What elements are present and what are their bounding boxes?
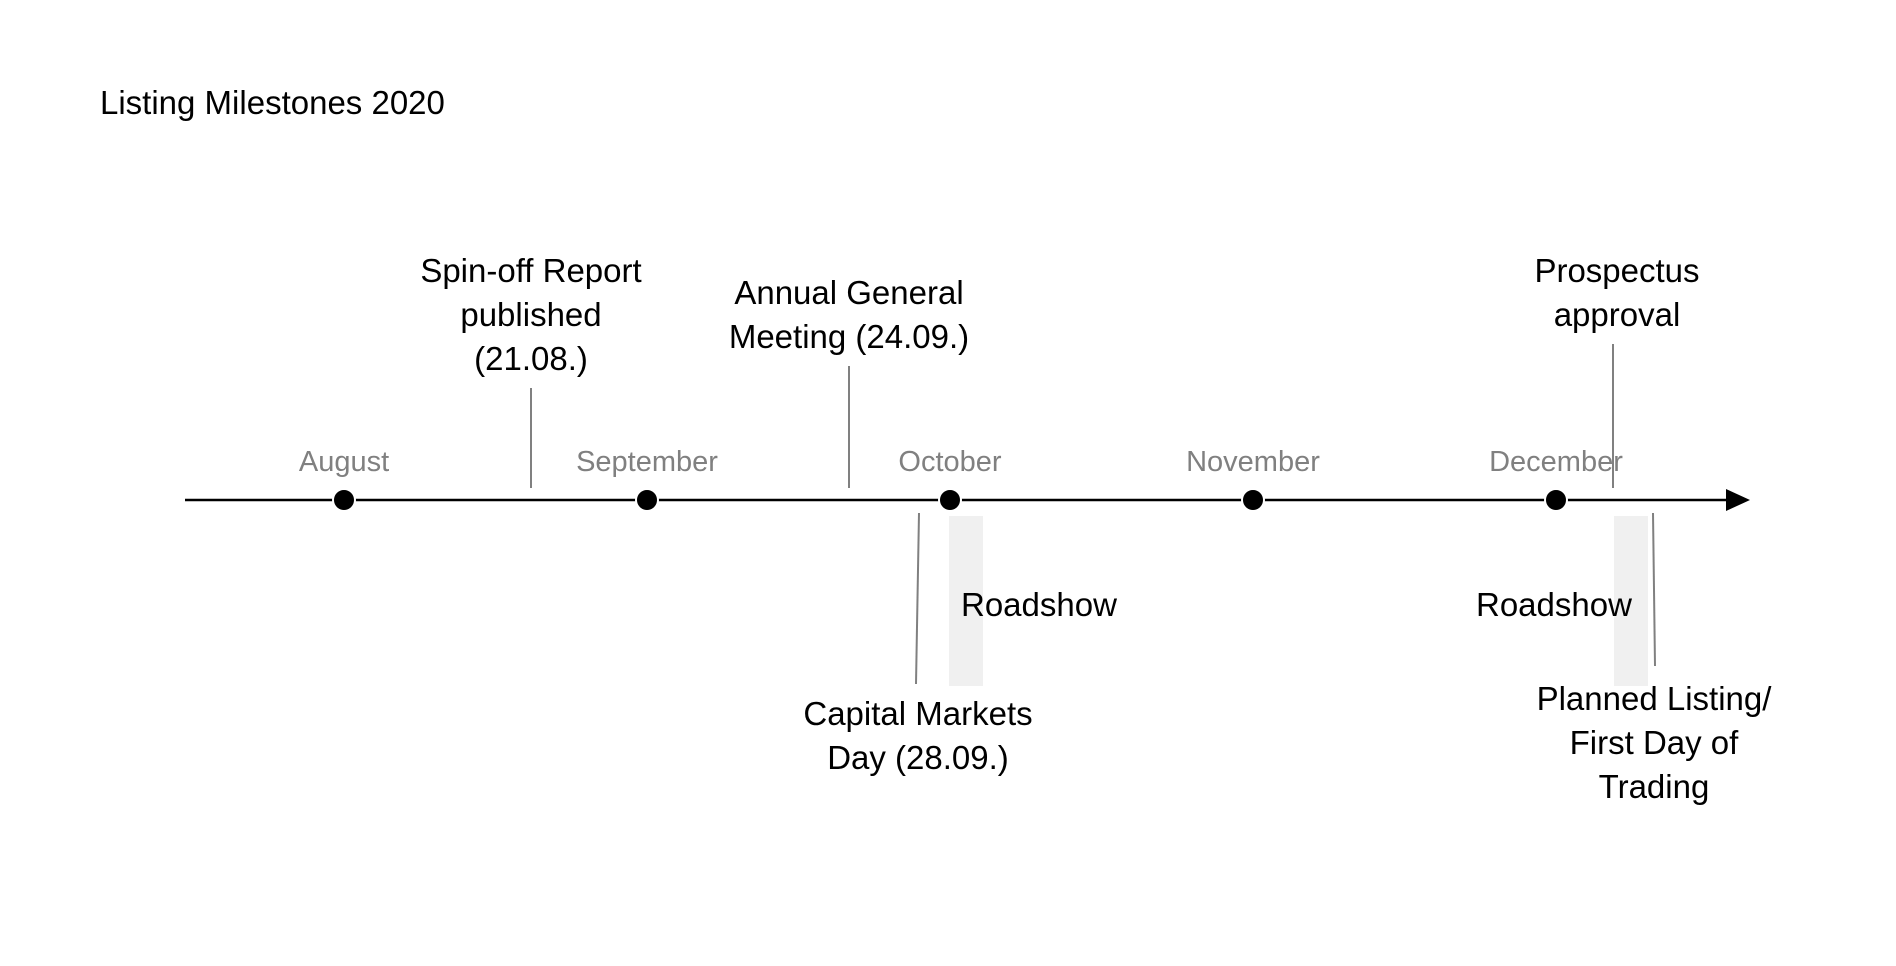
month-dot-august xyxy=(332,488,356,512)
month-label-september: September xyxy=(576,446,718,478)
roadshow-label-october: Roadshow xyxy=(961,586,1117,623)
month-dot-october xyxy=(938,488,962,512)
event-label-prospectus-approval: Prospectus approval xyxy=(1534,252,1700,333)
month-label-november: November xyxy=(1186,446,1320,478)
roadshow-band-october xyxy=(949,516,983,686)
page-title: Listing Milestones 2020 xyxy=(100,84,445,121)
month-dot-november xyxy=(1241,488,1265,512)
month-dot-september xyxy=(635,488,659,512)
month-label-october: October xyxy=(898,446,1002,478)
event-label-planned-listing: Planned Listing/ First Day of Trading xyxy=(1536,680,1772,805)
event-label-capital-markets-day: Capital Markets Day (28.09.) xyxy=(803,695,1033,776)
month-label-august: August xyxy=(298,446,390,478)
connector-cmd xyxy=(915,512,920,685)
roadshow-label-december: Roadshow xyxy=(1476,586,1632,623)
month-dot-december xyxy=(1544,488,1568,512)
timeline-arrowhead xyxy=(1726,489,1750,511)
connector-listing xyxy=(1652,512,1656,667)
event-label-spin-off-report: Spin-off Report published (21.08.) xyxy=(420,252,642,377)
event-label-annual-general-meeting: Annual General Meeting (24.09.) xyxy=(728,274,970,355)
roadshow-band-december xyxy=(1614,516,1648,686)
month-label-december: December xyxy=(1489,446,1623,478)
